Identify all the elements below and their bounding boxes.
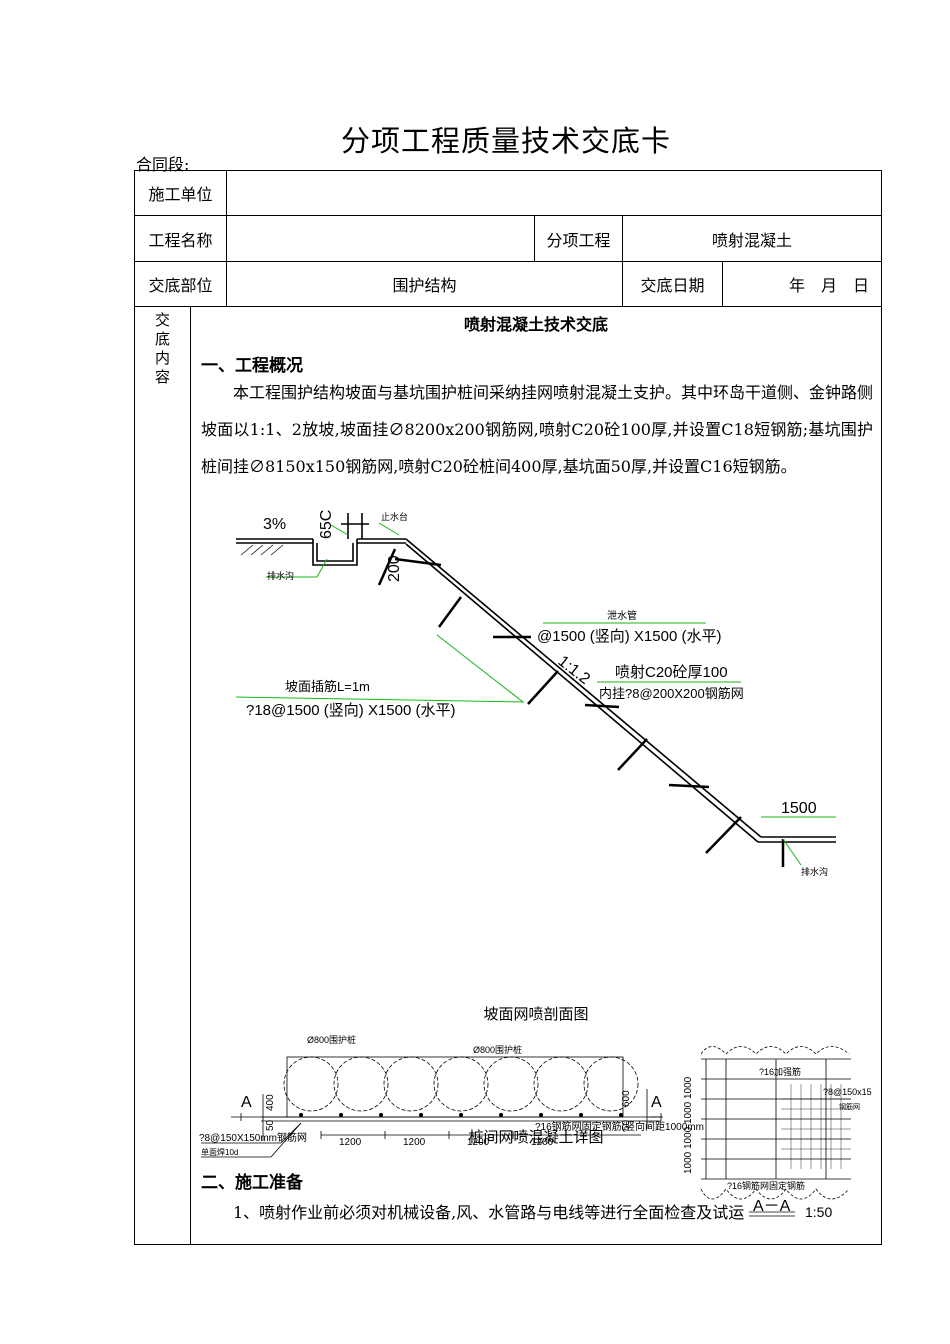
page-title: 分项工程质量技术交底卡 [340,124,671,158]
unit-label: 施工单位 [133,170,228,216]
right-bottom-label: ?16钢筋网固定钢筋 [727,1180,805,1191]
nail-label: 坡面插筋L=1m [285,679,370,694]
mark-a-left: A [241,1094,252,1111]
section-title: 喷射混凝土技术交底 [463,315,608,334]
dim-400: 400 [265,1094,276,1111]
contract-label: 合同段: [136,155,190,174]
dim-65: 65C [318,510,335,539]
weld-label: 单面焊10d [201,1147,238,1157]
stop-label: 止水台 [381,511,408,522]
span-1: 1200 [339,1137,362,1148]
pile-label-left: Ø800围护桩 [307,1034,356,1045]
drain-label-bottom: 排水沟 [801,866,828,877]
dim-1500: 1500 [781,800,817,817]
span-3: 1200 [467,1137,490,1148]
slope-ratio: 3% [263,516,286,533]
dim-50-left: 50 [265,1119,276,1131]
heading-overview: 一、工程概况 [201,356,303,376]
dim-600: 600 [621,1090,632,1107]
dim-200: 200 [386,555,403,582]
date-value: 年 月 日 [722,261,883,307]
right-mesh-sub: 钢筋网 [839,1102,860,1111]
v-dim-4: 1000 [683,1151,694,1174]
paragraph-preparation: 1、喷射作业前必须对机械设备,风、水管路与电线等进行全面检查及试运 [233,1203,745,1222]
span-2: 1200 [403,1137,426,1148]
heading-preparation: 二、施工准备 [201,1173,303,1193]
date-label: 交底日期 [622,261,724,307]
content-label-char: 底 [154,330,170,348]
v-dim-1: 1000 [683,1076,694,1099]
part-label: 交底部位 [133,261,228,307]
project-field[interactable] [226,215,536,262]
part-value: 围护结构 [226,261,624,307]
figure2-caption: 桩间网喷混凝土详图 [468,1128,604,1146]
span-4: 1200 [531,1137,554,1148]
section-aa-title: A－A [753,1198,791,1215]
figure1-caption: 坡面网喷剖面图 [483,1005,589,1023]
content-label-char: 内 [154,349,170,367]
content-cell: 喷射混凝土技术交底 一、工程概况 本工程围护结构坡面与基坑围护桩间采纳挂网喷射混… [189,306,883,1245]
slope-label: 1:1.2 [555,653,594,688]
v-dim-3: 1000 [683,1126,694,1149]
drain-label-top: 排水沟 [267,570,294,581]
mesh-label: 内挂?8@200X200钢筋网 [599,686,744,701]
project-label: 工程名称 [133,215,228,262]
pile-label-mid: Ø800围护桩 [473,1044,522,1055]
content-label-char: 交 [154,311,170,329]
slope-section-figure: 3% 65C 止水台 排水沟 200 泄水管 @1500 (竖向) X1500 … [235,510,836,877]
sub-project-label: 分项工程 [534,215,624,262]
form-table: 施工单位 工程名称 分项工程 喷射混凝土 交底部位 围护结构 交底日期 年 月 … [133,170,883,1245]
pipe-label: 泄水管 [607,609,637,622]
paragraph-overview: 本工程围护结构坡面与基坑围护桩间采纳挂网喷射混凝土支护。其中环岛干道侧、金钟路侧… [201,383,874,476]
content-label-char: 容 [154,368,170,386]
v-dim-2: 1000 [683,1101,694,1124]
sub-project-value: 喷射混凝土 [622,215,883,262]
mark-a-right: A [651,1094,662,1111]
pile-mesh-figure: Ø800围护桩 Ø800围护桩 A A 400 50 600 50 ?8@150… [199,1034,872,1220]
right-top-label: ?16加强筋 [759,1066,801,1077]
mesh-150-label: ?8@150X150mm钢筋网 [199,1131,307,1144]
section-aa-scale: 1:50 [805,1204,832,1220]
right-mesh-label: ?8@150x15 [823,1087,872,1097]
pipe-spec: @1500 (竖向) X1500 (水平) [537,628,721,645]
shot-label: 喷射C20砼厚100 [615,664,728,681]
bar16-label: ?16钢筋网固定钢筋(竖向间距1000mm [535,1120,704,1133]
dim-50-right: 50 [621,1119,632,1131]
content-label: 交 底 内 容 [134,306,191,1245]
nail-spec: ?18@1500 (竖向) X1500 (水平) [246,702,455,719]
unit-field[interactable] [226,170,883,216]
